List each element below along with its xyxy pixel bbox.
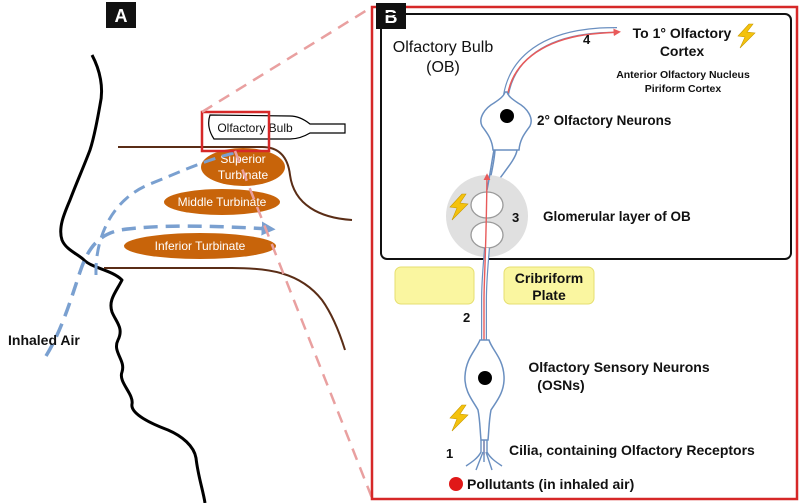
cortex-title-line-1: To 1° Olfactory <box>633 25 732 41</box>
step-4-label: 4 <box>583 32 591 47</box>
secondary-neurons-label: 2° Olfactory Neurons <box>537 113 671 128</box>
olfactory-bulb-shape <box>208 114 346 140</box>
olfactory-bulb-label: Olfactory Bulb <box>217 121 293 135</box>
ob-title-line-1: Olfactory Bulb <box>393 39 494 56</box>
glomerular-layer-label: Glomerular layer of OB <box>543 209 691 224</box>
zoom-line-top <box>201 5 373 114</box>
osn-label-1: Olfactory Sensory Neurons <box>528 359 709 375</box>
olfactory-bulb-box <box>380 13 792 260</box>
panel-a-label-box <box>106 2 136 28</box>
air-flow-upper <box>94 150 239 276</box>
lightning-icon-osn <box>449 404 469 432</box>
panel-a-label: A <box>115 6 128 26</box>
pollutants-label: Pollutants (in inhaled air) <box>467 476 634 492</box>
cribriform-label-2: Plate <box>532 287 566 303</box>
panel-b-frame <box>370 5 799 501</box>
osn-axon-upper <box>486 149 495 191</box>
cribriform-plate-left <box>394 266 475 305</box>
cortex-sub-line-1: Anterior Olfactory Nucleus <box>616 69 750 81</box>
osn-nucleus <box>478 371 492 385</box>
cribriform-plate-right <box>503 266 595 305</box>
glomerulus-lower <box>470 221 504 249</box>
pollutant-dot <box>449 477 463 491</box>
panel-b: B Olfactory Bulb (OB) To 1° Olfactory Co… <box>370 3 799 501</box>
air-flow-lower <box>44 221 276 357</box>
ob-title-line-2: (OB) <box>426 59 460 76</box>
panel-a: A Olfactory Bulb Superior Turbinate Midd… <box>8 2 353 503</box>
nasal-cavity-roof <box>118 146 353 221</box>
inhaled-air-label: Inhaled Air <box>8 332 80 348</box>
signal-arrow-to-cortex <box>507 28 621 94</box>
osn-cilia <box>465 440 503 471</box>
secondary-neuron-nucleus <box>500 109 514 123</box>
cortex-title-line-2: Cortex <box>660 43 705 59</box>
lightning-icon-cortex <box>737 23 756 49</box>
cortex-sub-line-2: Piriform Cortex <box>645 83 722 95</box>
face-profile-outline <box>59 54 207 503</box>
axon-to-cortex-inner <box>504 28 618 96</box>
osn-cell-body <box>464 339 505 441</box>
lightning-icon-glomerulus <box>449 193 469 221</box>
inferior-turbinate <box>124 233 276 259</box>
zoom-line-bottom <box>233 150 374 499</box>
cribriform-label-1: Cribriform <box>515 270 583 286</box>
step-3-label: 3 <box>512 210 519 225</box>
superior-turbinate <box>201 148 285 186</box>
middle-turbinate <box>164 189 280 215</box>
zoom-connectors <box>201 5 374 499</box>
inferior-turbinate-label: Inferior Turbinate <box>155 239 246 253</box>
signal-arrow-osn <box>483 173 491 455</box>
cilia-label: Cilia, containing Olfactory Receptors <box>509 442 755 458</box>
nasal-cavity-floor <box>104 267 346 351</box>
middle-turbinate-label: Middle Turbinate <box>178 195 267 209</box>
superior-turbinate-label-1: Superior <box>220 152 265 166</box>
panel-b-label: B <box>385 7 398 27</box>
osn-label-2: (OSNs) <box>537 377 584 393</box>
step-1-label: 1 <box>446 446 453 461</box>
step-2-label: 2 <box>463 310 470 325</box>
